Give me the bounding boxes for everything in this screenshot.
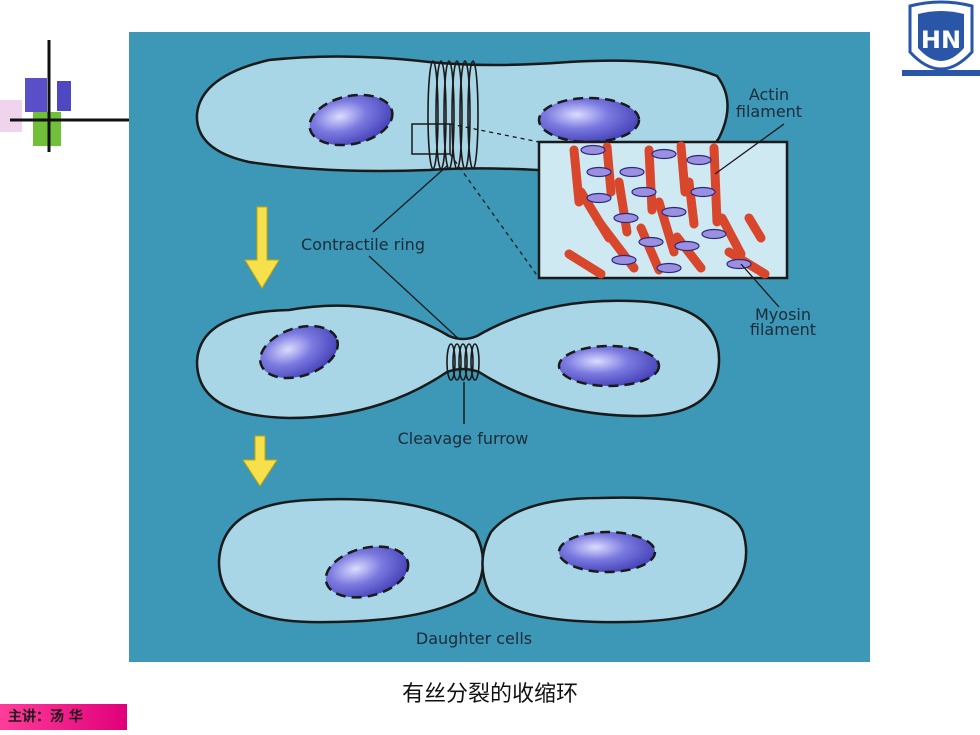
nucleus-stage-3-right bbox=[557, 530, 657, 574]
contractile-ring-stage-2 bbox=[446, 343, 480, 381]
nucleus-stage-1-right bbox=[537, 96, 641, 144]
label-myosin-line-1: Myosin bbox=[755, 305, 811, 324]
label-daughter-cells: Daughter cells bbox=[416, 629, 532, 648]
nucleus-stage-2-right bbox=[557, 344, 661, 388]
arrow-down-2 bbox=[242, 435, 278, 487]
nucleus-stage-3-left bbox=[324, 545, 410, 599]
stage-3-daughter-cells bbox=[217, 496, 748, 624]
nucleus-stage-2-left bbox=[258, 324, 340, 380]
university-logo: HN bbox=[902, 0, 980, 76]
label-contractile-ring: Contractile ring bbox=[301, 235, 425, 254]
actin-filaments bbox=[564, 141, 770, 279]
label-actin-line-1: Actin bbox=[749, 85, 789, 104]
actomyosin-inset bbox=[537, 140, 789, 280]
label-cleavage-furrow: Cleavage furrow bbox=[398, 429, 529, 448]
deco-square-green bbox=[33, 112, 61, 146]
corner-decoration bbox=[0, 40, 140, 152]
arrow-down-1 bbox=[244, 206, 280, 289]
label-actin-line-2: filament bbox=[736, 102, 802, 121]
label-myosin-line-2: filament bbox=[750, 320, 816, 339]
nucleus-stage-1-left bbox=[308, 93, 394, 147]
myosin-filaments bbox=[580, 144, 752, 274]
zoom-source-box bbox=[411, 123, 451, 155]
deco-square-blue-small bbox=[57, 81, 71, 111]
contractile-ring-stage-1 bbox=[427, 60, 479, 170]
stage-2-cell bbox=[195, 299, 721, 420]
cytokinesis-diagram: Actin filament Myosin filament Contracti… bbox=[129, 32, 870, 662]
presenter-label: 主讲：汤 华 bbox=[0, 704, 127, 730]
slide-caption: 有丝分裂的收缩环 bbox=[401, 682, 578, 707]
deco-square-pink bbox=[0, 100, 22, 132]
logo-letters: HN bbox=[921, 26, 961, 54]
deco-square-blue bbox=[25, 78, 47, 112]
